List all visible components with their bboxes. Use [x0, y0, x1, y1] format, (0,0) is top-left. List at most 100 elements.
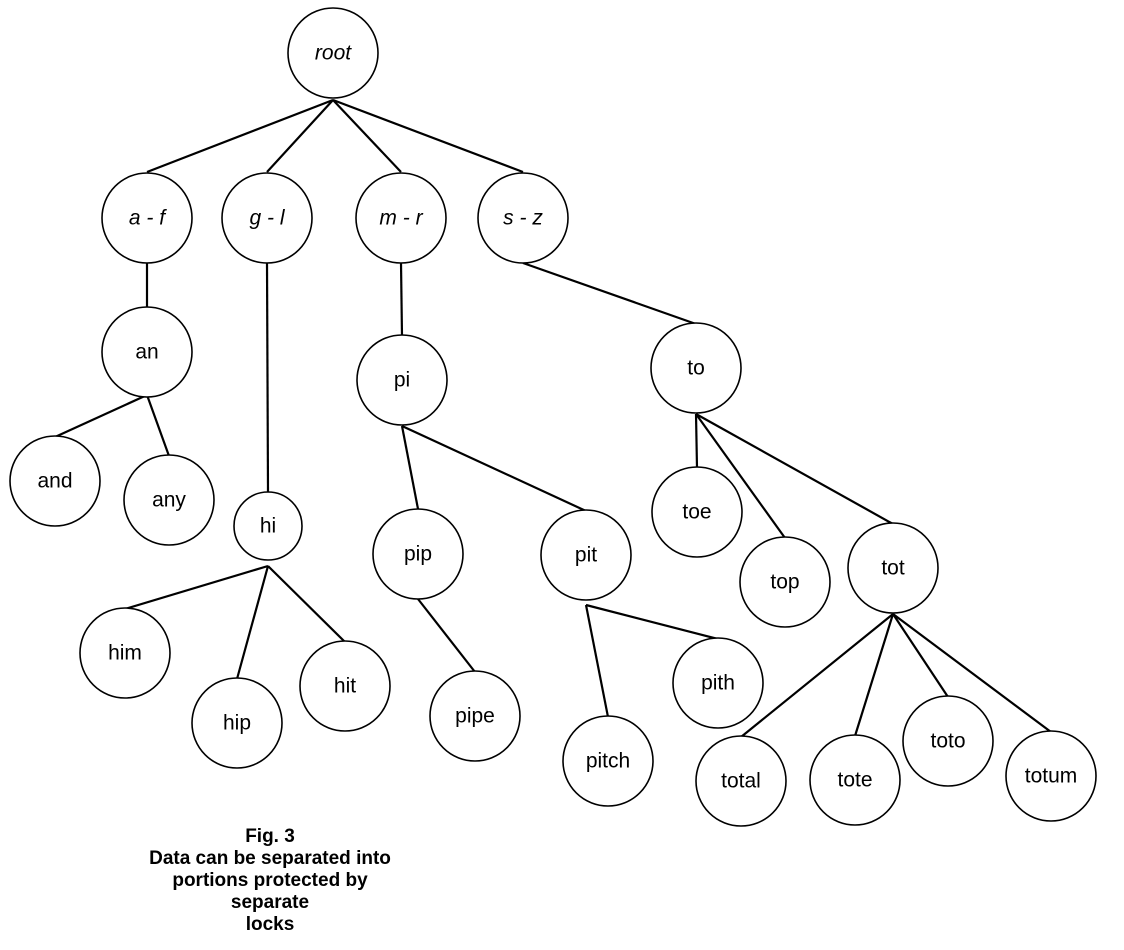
- node-total: total: [695, 735, 787, 827]
- edge-tot-totum: [892, 613, 1052, 733]
- edge-to-top: [695, 413, 786, 539]
- node-circle: [562, 715, 654, 807]
- node-circle: [372, 508, 464, 600]
- edge-gl-hi: [265, 262, 270, 493]
- node-to: to: [650, 322, 742, 414]
- node-hi: hi: [233, 491, 303, 561]
- node-tot: tot: [847, 522, 939, 614]
- node-pipe: pipe: [429, 670, 521, 762]
- node-any: any: [123, 454, 215, 546]
- node-label: tot: [881, 557, 905, 580]
- node-label: to: [687, 357, 705, 380]
- edge-pi-pip: [400, 425, 420, 510]
- node-circle: [651, 466, 743, 558]
- node-toe: toe: [651, 466, 743, 558]
- node-circle: [809, 734, 901, 826]
- node-label: hi: [260, 515, 276, 538]
- node-label: pith: [701, 672, 735, 695]
- node-label: total: [721, 770, 761, 793]
- node-circle: [1005, 730, 1097, 822]
- edge-tot-toto: [892, 613, 949, 698]
- node-circle: [299, 640, 391, 732]
- node-label: hip: [223, 712, 251, 735]
- node-circle: [650, 322, 742, 414]
- node-gl: g - l: [221, 172, 313, 264]
- node-pi: pi: [356, 334, 448, 426]
- nodes: root a - f g - l m - r s - z an and any hi him hip…: [9, 7, 1097, 827]
- node-totum: totum: [1005, 730, 1097, 822]
- node-label: s - z: [503, 207, 543, 230]
- node-circle: [355, 172, 447, 264]
- node-circle: [429, 670, 521, 762]
- edge-mr-pi: [399, 262, 404, 337]
- node-circle: [847, 522, 939, 614]
- node-mr: m - r: [355, 172, 447, 264]
- node-hit: hit: [299, 640, 391, 732]
- edge-an-any: [145, 394, 171, 457]
- edge-root-mr: [332, 99, 402, 173]
- node-and: and: [9, 435, 101, 527]
- node-label: root: [315, 42, 352, 65]
- node-sz: s - z: [477, 172, 569, 264]
- node-circle: [695, 735, 787, 827]
- edge-root-af: [146, 98, 334, 174]
- node-label: an: [135, 341, 158, 364]
- node-circle: [233, 491, 303, 561]
- node-label: hit: [334, 675, 356, 698]
- edge-root-sz: [332, 98, 524, 174]
- node-label: g - l: [249, 207, 285, 230]
- edge-hi-hit: [267, 565, 346, 643]
- node-top: top: [739, 536, 831, 628]
- node-toto: toto: [902, 695, 994, 787]
- node-circle: [287, 7, 379, 99]
- node-circle: [79, 607, 171, 699]
- node-circle: [101, 306, 193, 398]
- node-label: a - f: [129, 207, 167, 230]
- node-pit: pit: [540, 509, 632, 601]
- node-circle: [191, 677, 283, 769]
- node-circle: [221, 172, 313, 264]
- node-pip: pip: [372, 508, 464, 600]
- node-label: and: [37, 470, 72, 493]
- edge-root-gl: [266, 99, 334, 173]
- node-hip: hip: [191, 677, 283, 769]
- edge-to-tot: [695, 413, 894, 525]
- caption-line-3: locks: [245, 914, 295, 935]
- edge-hi-him: [124, 564, 269, 611]
- node-label: pipe: [455, 705, 495, 728]
- edge-an-and: [54, 393, 148, 439]
- edge-pit-pitch: [584, 604, 610, 718]
- node-label: tote: [837, 769, 872, 792]
- node-circle: [902, 695, 994, 787]
- edge-to-toe: [694, 413, 699, 469]
- node-label: pip: [404, 543, 432, 566]
- node-label: pitch: [586, 750, 630, 773]
- node-label: toto: [930, 730, 965, 753]
- edge-tot-total: [740, 613, 894, 738]
- node-circle: [672, 637, 764, 729]
- node-label: him: [108, 642, 142, 665]
- figure-label: Fig. 3: [245, 826, 295, 847]
- edge-sz-to: [522, 261, 697, 326]
- edge-pip-pipe: [417, 598, 476, 673]
- node-circle: [739, 536, 831, 628]
- node-root: root: [287, 7, 379, 99]
- caption-line-2: portions protected by separate: [172, 870, 368, 913]
- node-label: pi: [394, 369, 410, 392]
- node-label: pit: [575, 544, 597, 567]
- node-tote: tote: [809, 734, 901, 826]
- caption-line-1: Data can be separated into: [149, 848, 391, 869]
- node-circle: [123, 454, 215, 546]
- node-label: m - r: [379, 207, 423, 230]
- edges: [54, 98, 1052, 738]
- node-pitch: pitch: [562, 715, 654, 807]
- edge-pit-pith: [585, 603, 719, 641]
- node-label: toe: [682, 501, 711, 524]
- edge-hi-hip: [235, 565, 270, 680]
- figure-caption: Fig. 3 Data can be separated into portio…: [145, 826, 395, 936]
- node-af: a - f: [101, 172, 193, 264]
- node-circle: [9, 435, 101, 527]
- node-label: totum: [1025, 765, 1078, 788]
- edge-tot-tote: [853, 613, 895, 737]
